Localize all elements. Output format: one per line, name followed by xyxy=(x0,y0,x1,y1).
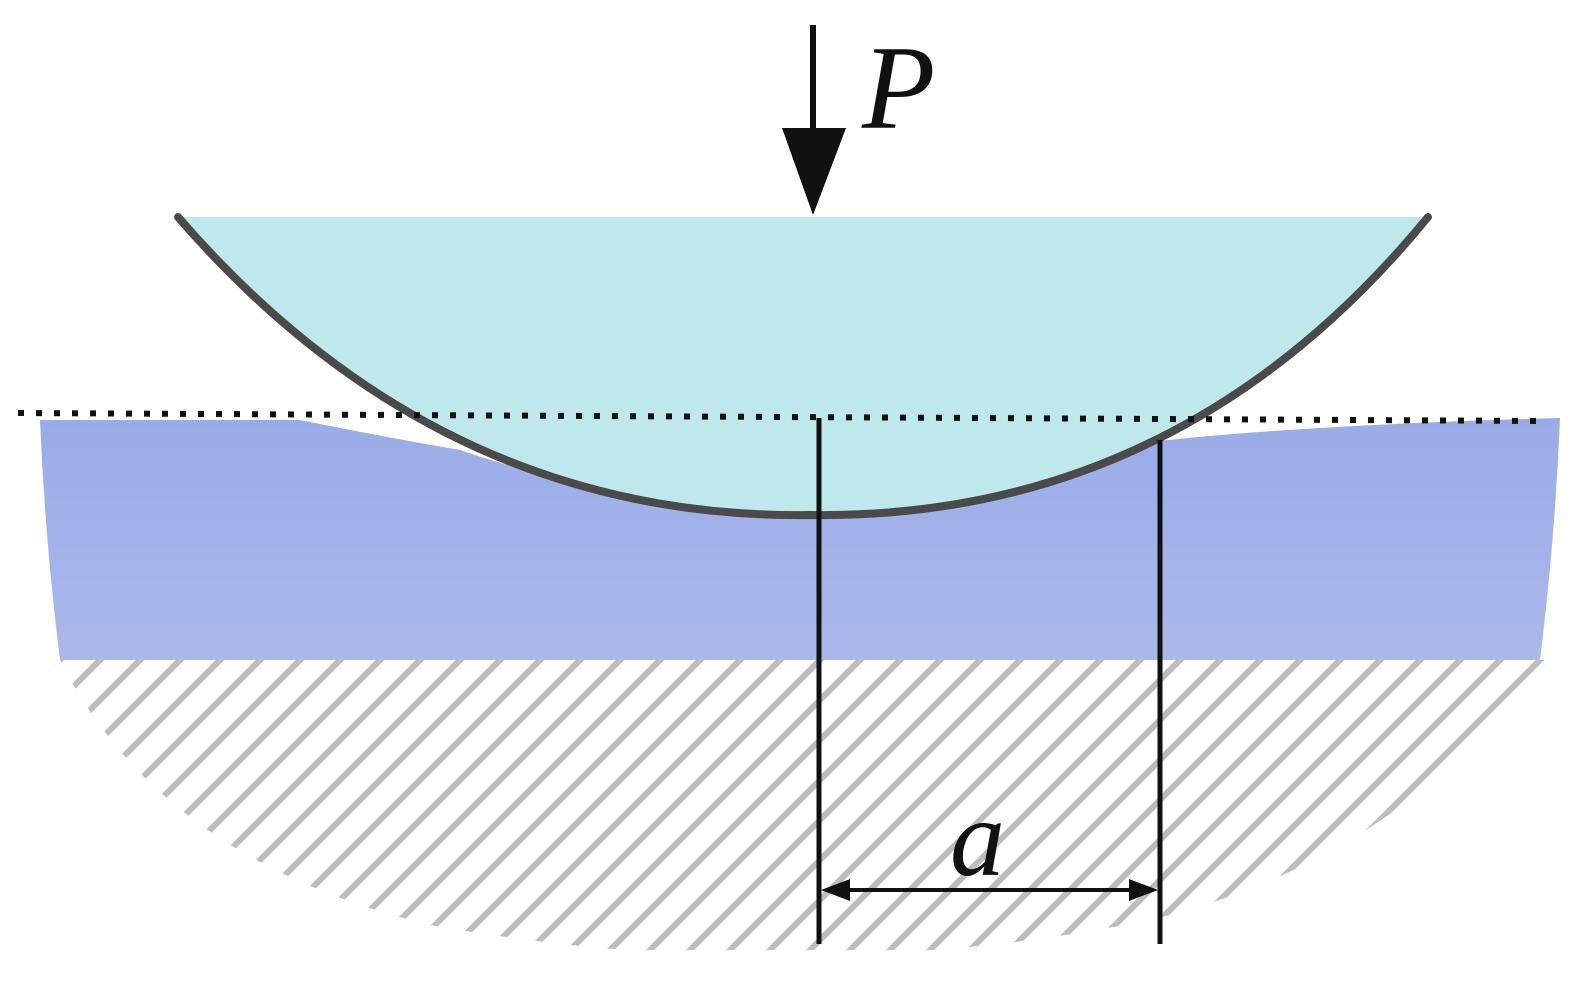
contact-radius-dimension xyxy=(821,879,1158,901)
undeformed-surface-line xyxy=(17,410,1546,424)
load-arrow xyxy=(782,25,846,215)
substrate-hatching xyxy=(60,660,1545,950)
load-label: P xyxy=(861,21,935,154)
elastic-layer xyxy=(40,418,1560,660)
contact-radius-label: a xyxy=(950,777,1005,899)
spherical-indenter xyxy=(178,217,1428,516)
indenter-outline xyxy=(174,213,1432,520)
